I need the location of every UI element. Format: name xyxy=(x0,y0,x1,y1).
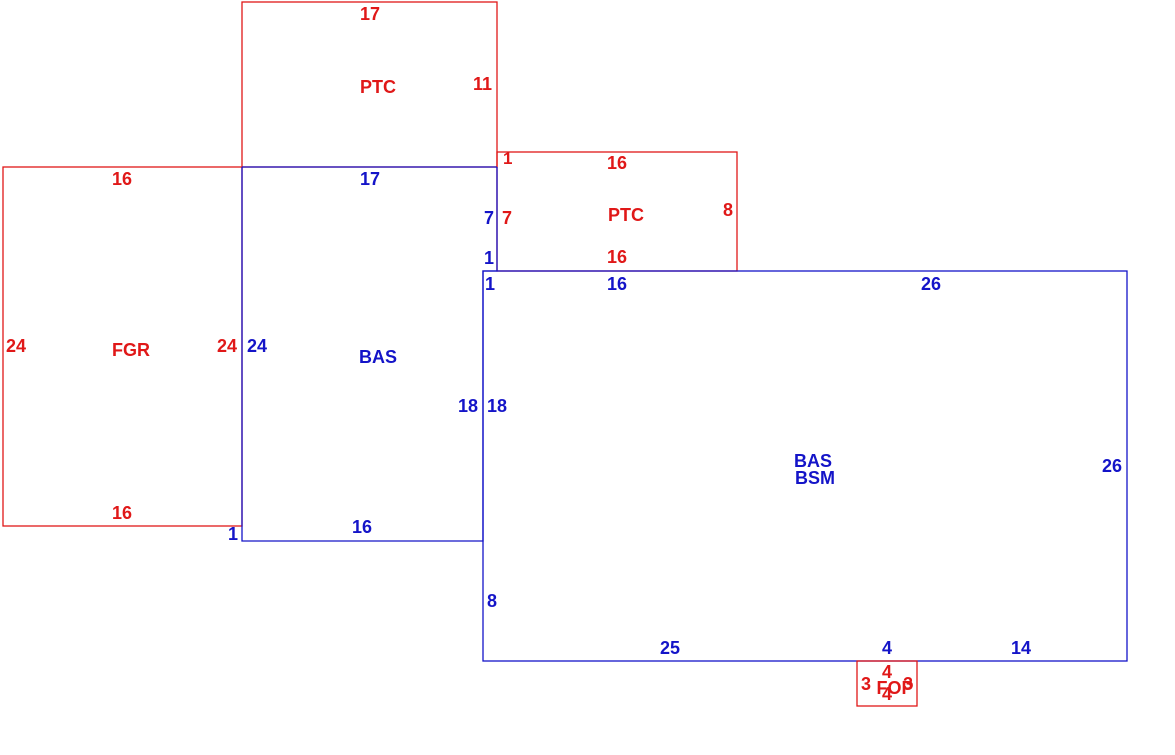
bas-left-dim-left: 24 xyxy=(247,336,267,356)
bas-main-dim-bottom-c: 14 xyxy=(1011,638,1031,658)
bas-main-dim-left-b: 8 xyxy=(487,591,497,611)
fgr-dim-right: 24 xyxy=(217,336,237,356)
ptc-mid-area: PTC 16 16 7 8 1 xyxy=(496,149,738,272)
bas-main-area: BAS BSM 1 16 26 18 8 26 25 4 14 xyxy=(482,270,1128,662)
bas-left-dim-side1: 1 xyxy=(484,248,494,268)
fgr-dim-corner: 1 xyxy=(228,524,238,544)
fop-dim-top: 4 xyxy=(882,662,892,682)
ptc-mid-dim-top: 16 xyxy=(607,153,627,173)
ptc-mid-dim-bottom: 16 xyxy=(607,247,627,267)
bas-left-area: BAS 17 16 24 18 7 1 1 xyxy=(228,166,498,544)
fgr-area: FGR 16 16 24 24 xyxy=(2,166,243,527)
fgr-label: FGR xyxy=(112,340,150,360)
fop-outline xyxy=(856,660,918,707)
fgr-dim-left: 24 xyxy=(6,336,26,356)
bas-main-dim-top-b: 16 xyxy=(607,274,627,294)
ptc-mid-label: PTC xyxy=(608,205,644,225)
ptc-top-label: PTC xyxy=(360,77,396,97)
fop-area: 4 FOP 3 3 4 xyxy=(856,660,918,707)
bas-left-dim-top: 17 xyxy=(360,169,380,189)
bas-main-dim-left-a: 18 xyxy=(487,396,507,416)
bas-main-label-bas: BAS xyxy=(794,451,832,471)
bas-left-label: BAS xyxy=(359,347,397,367)
bas-left-dim-right: 18 xyxy=(458,396,478,416)
ptc-mid-dim-left: 7 xyxy=(502,208,512,228)
ptc-mid-dim-corner: 1 xyxy=(503,149,512,168)
bas-main-dim-bottom-a: 25 xyxy=(660,638,680,658)
fop-dim-right: 3 xyxy=(903,674,913,694)
bas-main-dim-top-c: 26 xyxy=(921,274,941,294)
ptc-mid-dim-right: 8 xyxy=(723,200,733,220)
fop-dim-bottom: 4 xyxy=(882,684,892,704)
fgr-dim-bottom: 16 xyxy=(112,503,132,523)
fop-label: FOP xyxy=(876,678,913,698)
bas-left-dim-bottom: 16 xyxy=(352,517,372,537)
ptc-top-area: PTC 17 11 xyxy=(241,1,498,168)
bas-left-dim-side7: 7 xyxy=(484,208,494,228)
bas-main-outline xyxy=(482,270,1128,662)
bas-main-dim-bottom-b: 4 xyxy=(882,638,892,658)
bas-main-dim-top-a: 1 xyxy=(485,274,495,294)
bas-main-dim-right: 26 xyxy=(1102,456,1122,476)
bas-main-label-bsm: BSM xyxy=(795,468,835,488)
fop-dim-left: 3 xyxy=(861,674,871,694)
ptc-top-dim-top: 17 xyxy=(360,4,380,24)
fgr-dim-top: 16 xyxy=(112,169,132,189)
ptc-top-dim-right: 11 xyxy=(473,74,492,94)
